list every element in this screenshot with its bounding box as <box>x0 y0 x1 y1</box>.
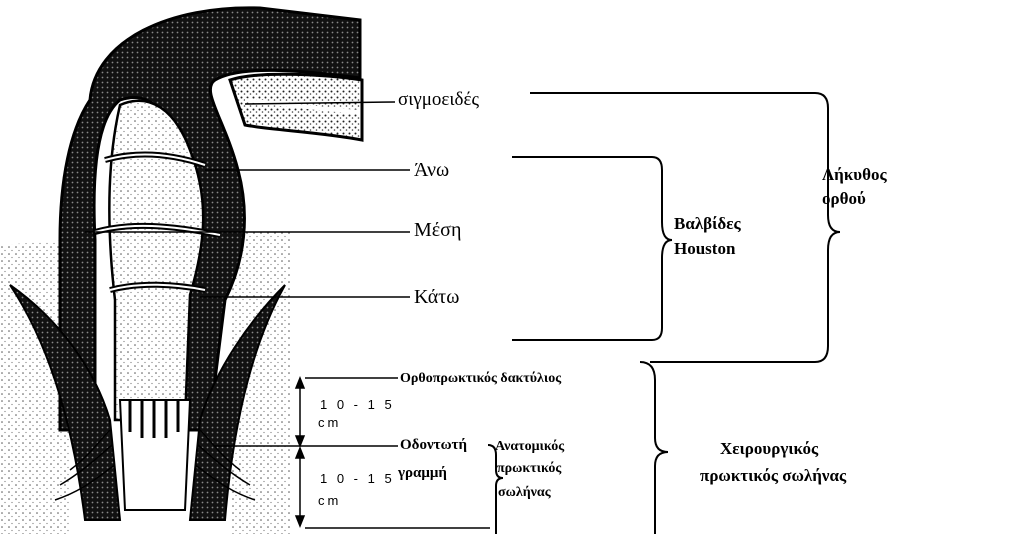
measure-lower-unit: cm <box>318 493 342 508</box>
dentate-line-label-line2: γραμμή <box>398 465 447 481</box>
anatomical-canal-label-line2: πρωκτικός <box>497 461 562 476</box>
measure-upper-value: 1 0 - 1 5 <box>320 397 395 412</box>
rectal-ampulla-label-line2: ορθού <box>822 189 866 208</box>
anatomical-canal-label-line1: Ανατομικός <box>495 439 565 454</box>
rectal-ampulla-label-line1: Λήκυθος <box>822 165 887 184</box>
anal-sphincters <box>9 284 286 521</box>
measure-upper-unit: cm <box>318 415 342 430</box>
leader-lines <box>85 101 490 529</box>
anorectal-ring-label: Ορθοπρωκτικός δακτύλιος <box>400 371 562 386</box>
brackets <box>487 92 841 534</box>
upper-valve-label: Άνω <box>414 159 450 181</box>
surgical-canal-label-line2: πρωκτικός σωλήνας <box>700 466 847 485</box>
sigmoid-label: σιγμοειδές <box>398 89 479 110</box>
measurement-arrows <box>294 375 306 529</box>
middle-valve-label: Μέση <box>414 219 462 241</box>
houston-valves-label-line1: Βαλβίδες <box>674 214 741 233</box>
houston-valves-label-line2: Houston <box>674 239 736 258</box>
surgical-canal-label-line1: Χειρουργικός <box>720 439 819 458</box>
measure-lower-value: 1 0 - 1 5 <box>320 471 395 486</box>
lower-valve-label: Κάτω <box>414 286 460 308</box>
rectal-wall <box>58 6 364 432</box>
pelvic-tissue <box>0 232 290 534</box>
anatomical-canal-label-line3: σωλήνας <box>498 485 551 500</box>
dentate-line-label-line1: Οδοντωτή <box>400 437 467 453</box>
